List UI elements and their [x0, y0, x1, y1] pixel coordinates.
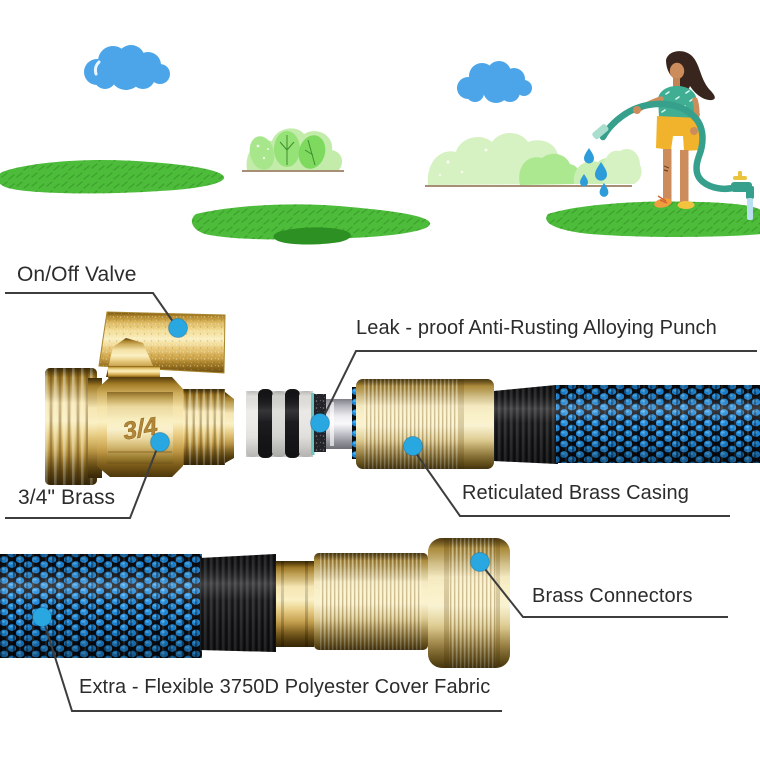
marker-dot-hose	[32, 607, 52, 627]
hose-grip	[200, 554, 276, 652]
marker-dot-casing	[403, 436, 423, 456]
connector-ring	[276, 561, 314, 647]
water-droplets	[580, 148, 609, 197]
valve-right-thread	[183, 389, 234, 465]
grass-patch	[191, 204, 431, 245]
label-three-quarter-brass: 3/4" Brass	[18, 486, 116, 509]
grass-patch	[0, 160, 225, 194]
valve-illustration: 3/4 3/4	[45, 311, 234, 485]
bottom-hose-illustration	[0, 538, 510, 668]
hose-fabric	[556, 385, 760, 463]
marker-dot-shaft	[310, 413, 330, 433]
marker-dot-valve-body	[150, 432, 170, 452]
valve-body: 3/4 3/4	[97, 377, 183, 477]
faucet-icon	[731, 171, 754, 220]
bush-icon	[242, 128, 344, 172]
leader-on-off-valve	[5, 292, 177, 327]
leader-cover-fabric	[42, 618, 502, 712]
label-reticulated-brass-casing: Reticulated Brass Casing	[462, 482, 689, 504]
cloud-icon	[457, 61, 532, 103]
connector-barrel	[314, 553, 428, 650]
hose-fabric	[0, 554, 202, 658]
valve-stem	[106, 338, 160, 378]
connector-nut	[428, 538, 510, 668]
valve-left-thread	[45, 368, 102, 485]
quick-connect-shaft	[326, 399, 354, 449]
cartoon-hose	[580, 100, 754, 220]
leader-reticulated	[412, 448, 730, 517]
bush-icon	[425, 133, 642, 187]
brass-casing	[356, 379, 494, 469]
label-brass-connectors: Brass Connectors	[532, 585, 693, 607]
hose-grip	[494, 385, 558, 464]
grass-patch	[546, 201, 760, 237]
marker-dot-nut	[470, 552, 490, 572]
leader-brass-connectors	[480, 563, 728, 618]
leader-three-quarter-brass	[5, 445, 159, 519]
label-on-off-valve: On/Off Valve	[17, 263, 137, 286]
label-cover-fabric: Extra - Flexible 3750D Polyester Cover F…	[79, 676, 491, 698]
leader-leak-proof	[321, 350, 757, 421]
garden-scene-illustration	[0, 45, 760, 245]
valve-size-stamp: 3/4	[121, 412, 160, 446]
marker-dot-valve-handle	[168, 318, 188, 338]
label-leak-proof-punch: Leak - proof Anti-Rusting Alloying Punch	[356, 317, 717, 339]
annotation-leader-lines	[5, 292, 757, 712]
cloud-icon	[84, 45, 170, 90]
annotation-marker-dots	[32, 318, 490, 627]
